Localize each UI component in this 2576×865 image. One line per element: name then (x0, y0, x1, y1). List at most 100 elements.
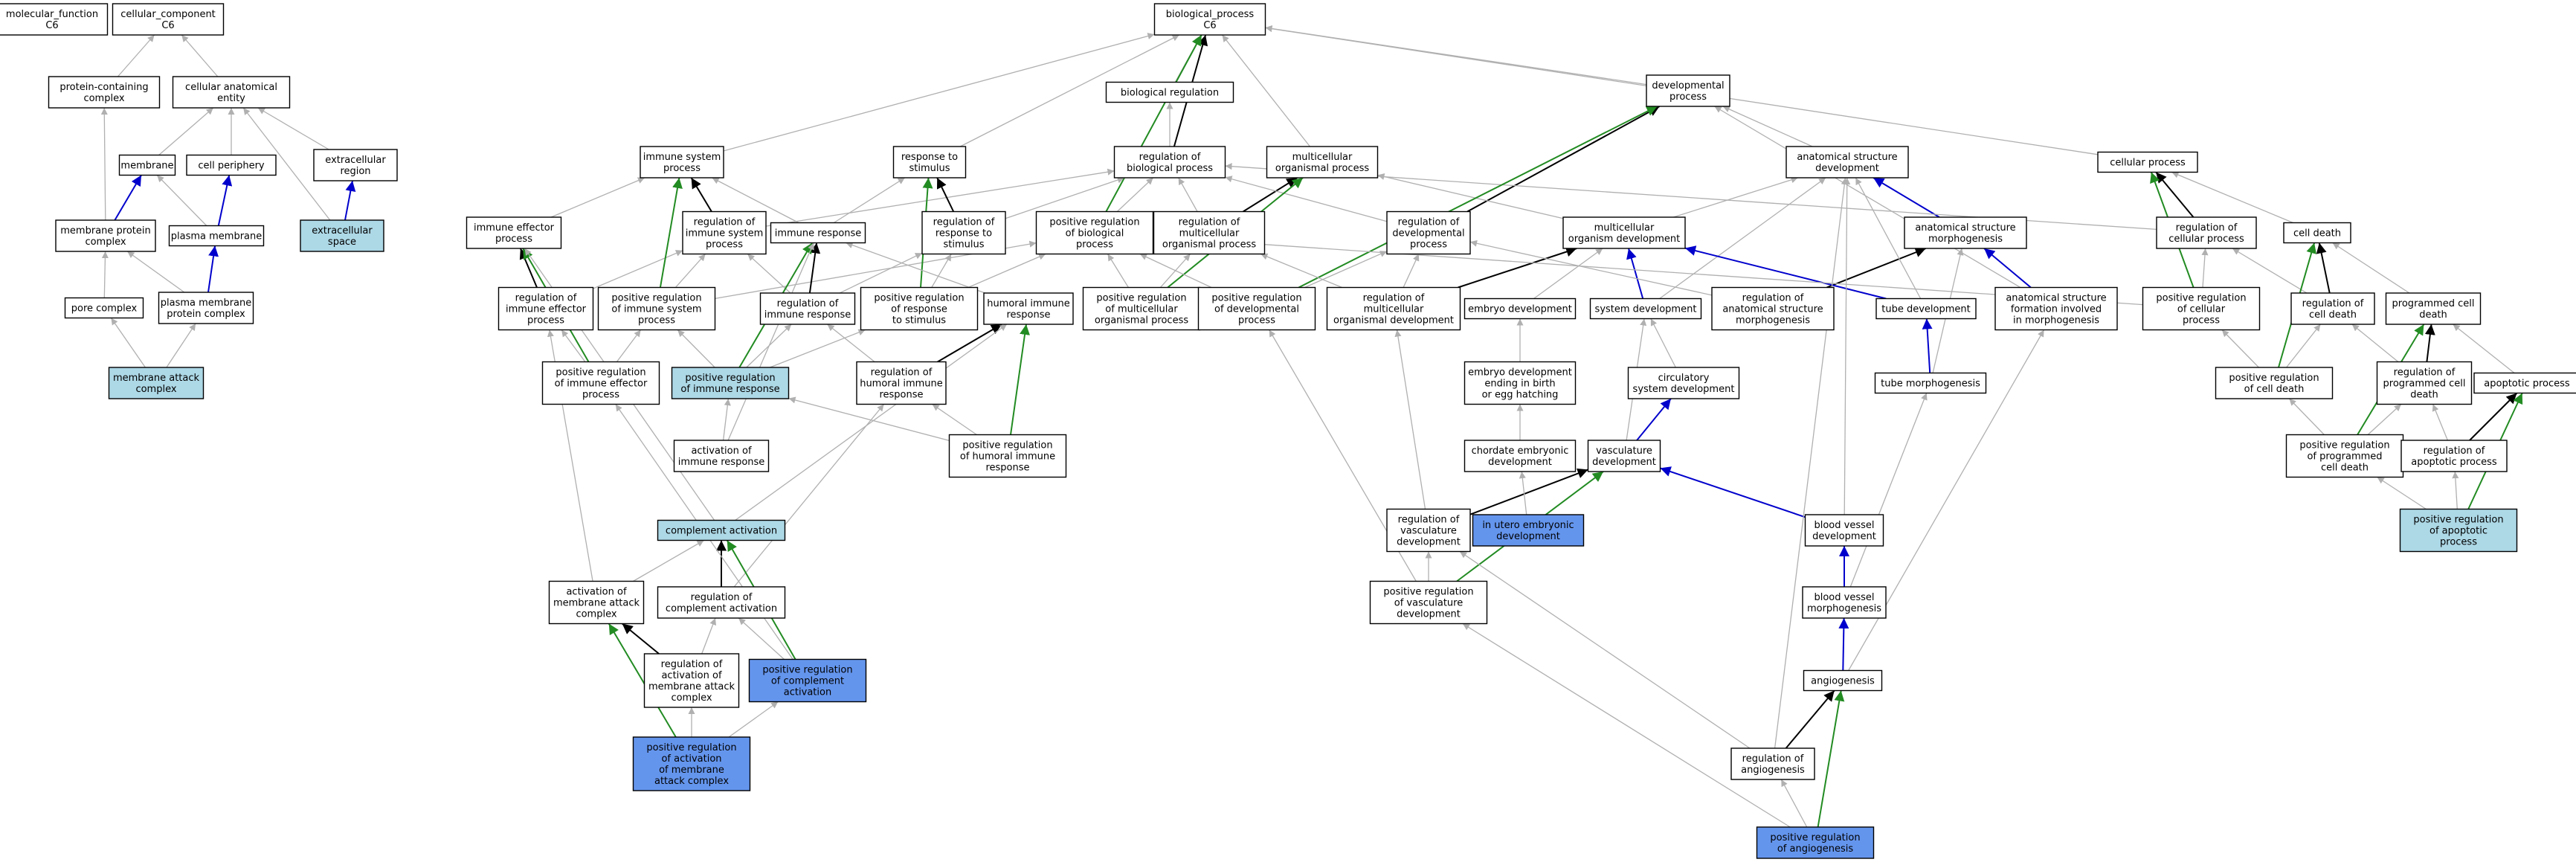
term-label-line: immune response (775, 228, 862, 239)
term-node-membrane: membrane (118, 154, 176, 176)
term-label-line: membrane attack (553, 598, 640, 609)
term-label-line: space (328, 237, 356, 248)
term-label-line: or egg hatching (1482, 390, 1559, 401)
edge-regulates (690, 177, 712, 213)
edge-is-a (2452, 471, 2459, 509)
edge-part-of (207, 245, 219, 293)
term-label-line: angiogenesis (1811, 676, 1875, 687)
edge-is-a (1774, 177, 1848, 749)
term-label-line: apoptotic process (2411, 457, 2497, 468)
term-label-line: development (1812, 531, 1876, 542)
edge-is-a (1722, 106, 1813, 147)
edge-part-of (1636, 398, 1672, 441)
term-box (55, 219, 156, 252)
term-box (1711, 286, 1835, 331)
term-label: cellular process (2110, 158, 2186, 169)
edge-is-a (2432, 404, 2449, 441)
edge-is-a (117, 34, 155, 77)
term-box (1035, 210, 1154, 255)
edge-part-of (1838, 617, 1849, 671)
edge-regulates (2316, 242, 2331, 294)
term-label-line: membrane (120, 161, 173, 172)
term-box (1326, 286, 1461, 331)
term-box (2290, 292, 2375, 325)
term-label: system development (1595, 304, 1697, 315)
term-label-line: process (2183, 315, 2220, 327)
term-label-line: embryo development (1468, 367, 1572, 379)
edge-is-a (738, 617, 785, 660)
term-label-line: positive regulation (1383, 587, 1473, 598)
edge-is-a (2232, 248, 2308, 294)
term-label-line: complex (83, 93, 124, 104)
edge-regulates (808, 242, 821, 294)
term-label-line: membrane attack (648, 681, 735, 692)
term-label-line: positive regulation (874, 293, 964, 304)
term-label-line: activation (784, 687, 831, 698)
term-label-line: process (495, 234, 532, 245)
edge-is-a (166, 323, 196, 368)
term-box (1587, 440, 1661, 472)
term-label-line: process (527, 315, 564, 327)
term-label-line: pore complex (71, 303, 138, 315)
term-label-line: programmed cell (2383, 379, 2466, 390)
term-label-line: membrane attack (113, 373, 200, 384)
term-label-line: humoral immune (987, 298, 1070, 309)
term-box (640, 146, 724, 179)
edge-is-a (846, 242, 985, 294)
term-label-line: death (2419, 309, 2447, 321)
term-box (2473, 372, 2576, 394)
term-label-line: to stimulus (892, 315, 946, 327)
term-box (748, 658, 867, 703)
edge-is-a (1178, 177, 1198, 212)
term-node-tubemorph: tube morphogenesis (1874, 372, 1987, 394)
term-box (1627, 367, 1740, 399)
term-label-line: regulation of (871, 367, 933, 379)
edge-is-a (827, 324, 875, 363)
term-label-line: entity (217, 93, 245, 104)
term-label-line: development (1397, 609, 1461, 620)
term-box (2283, 222, 2351, 244)
term-label-line: blood vessel (1814, 520, 1874, 531)
term-label-line: regulation of (1179, 217, 1240, 228)
term-label-line: positive regulation (556, 367, 645, 379)
term-box (770, 222, 866, 244)
edge-is-a (2453, 324, 2515, 374)
term-label-line: positive regulation (1049, 217, 1139, 228)
edge-is-a (2351, 324, 2399, 363)
edge-is-a (2377, 476, 2427, 510)
term-label: immune response (775, 228, 862, 239)
term-box (643, 653, 740, 708)
term-box (1562, 216, 1686, 249)
term-label-line: regulation of (2176, 222, 2238, 234)
edge-is-a (2288, 398, 2325, 435)
term-label-line: regulation of (661, 659, 723, 670)
term-label-line: developmental (1652, 80, 1724, 91)
term-label-line: of activation (661, 753, 721, 765)
term-box (186, 154, 277, 176)
